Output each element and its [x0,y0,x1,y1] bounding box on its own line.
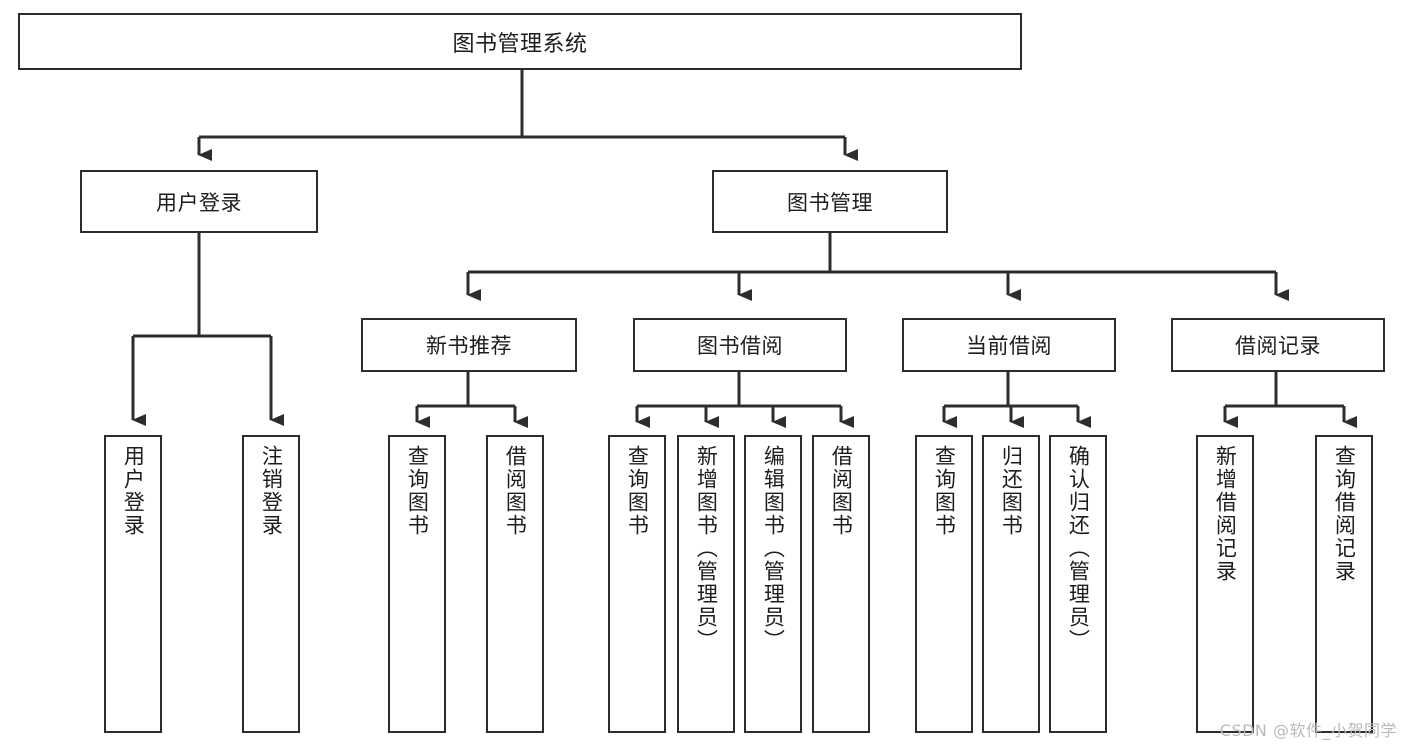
node-label: 新增借阅记录 [1213,445,1238,583]
node-book-management[interactable]: 图书管理 [712,170,948,233]
node-label: 新增图书（管理员） [694,445,719,652]
leaf-query-borrow-record[interactable]: 查询借阅记录 [1315,435,1373,733]
node-label: 新书推荐 [426,334,512,358]
leaf-confirm-return-admin[interactable]: 确认归还（管理员） [1049,435,1107,733]
node-label: 当前借阅 [966,334,1052,358]
node-label: 查询借阅记录 [1332,445,1357,583]
node-label: 编辑图书（管理员） [761,445,786,652]
node-label: 借阅记录 [1235,334,1321,358]
node-label: 借阅图书 [829,445,854,537]
node-current-borrow[interactable]: 当前借阅 [902,318,1116,372]
node-label: 确认归还（管理员） [1066,445,1091,652]
leaf-user-login[interactable]: 用户登录 [104,435,162,733]
node-label: 用户登录 [156,190,242,215]
node-label: 查询图书 [932,445,957,537]
node-new-book-recommend[interactable]: 新书推荐 [361,318,577,372]
leaf-return-book[interactable]: 归还图书 [982,435,1040,733]
node-label: 注销登录 [259,445,284,537]
node-label: 图书管理系统 [452,31,588,57]
leaf-query-book-recommend[interactable]: 查询图书 [388,435,446,733]
node-borrow-record[interactable]: 借阅记录 [1171,318,1385,372]
node-label: 归还图书 [999,445,1024,537]
leaf-edit-book-admin[interactable]: 编辑图书（管理员） [744,435,802,733]
leaf-add-borrow-record[interactable]: 新增借阅记录 [1196,435,1254,733]
node-root-system[interactable]: 图书管理系统 [18,13,1022,70]
leaf-query-book-current[interactable]: 查询图书 [915,435,973,733]
node-label: 查询图书 [405,445,430,537]
leaf-logout[interactable]: 注销登录 [242,435,300,733]
node-label: 图书管理 [787,190,873,215]
leaf-borrow-book[interactable]: 借阅图书 [812,435,870,733]
leaf-add-book-admin[interactable]: 新增图书（管理员） [677,435,735,733]
node-label: 查询图书 [625,445,650,537]
leaf-query-book-borrow[interactable]: 查询图书 [608,435,666,733]
leaf-borrow-book-recommend[interactable]: 借阅图书 [486,435,544,733]
watermark-text: CSDN @软件_小贺同学 [1219,721,1397,740]
node-label: 借阅图书 [503,445,528,537]
node-user-login[interactable]: 用户登录 [80,170,318,233]
node-label: 用户登录 [121,445,146,537]
node-label: 图书借阅 [697,334,783,358]
node-book-borrow[interactable]: 图书借阅 [633,318,847,372]
